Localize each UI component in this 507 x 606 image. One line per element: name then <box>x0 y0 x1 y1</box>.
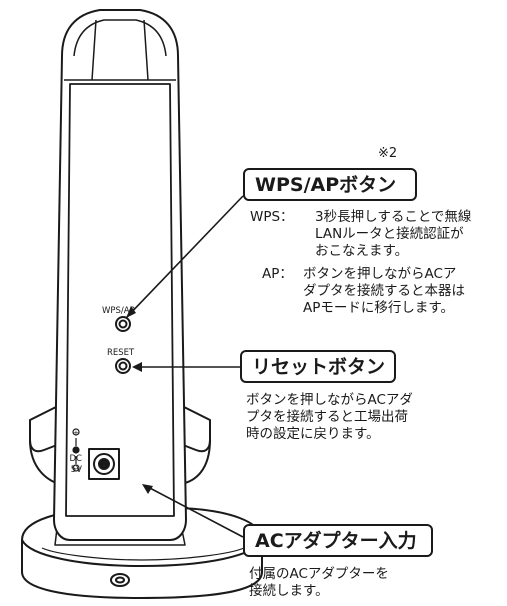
wps-desc-line: LANルータと接続認証が <box>315 226 464 242</box>
wps-ap-label: WPS/AP <box>102 306 135 316</box>
ac-desc-line: 付属のACアダプターを <box>249 566 389 582</box>
wps-ap-callout-title: WPS/APボタン <box>243 168 417 201</box>
reset-label: RESET <box>107 348 135 358</box>
reset-desc-line: 時の設定に戻ります。 <box>246 426 380 442</box>
wps-leader-line <box>125 195 244 319</box>
reset-button <box>115 358 131 374</box>
reset-arrow-head <box>132 362 142 372</box>
dc-label: DC <box>70 454 83 464</box>
ap-desc-line: APモードに移行します。 <box>303 300 455 316</box>
ac-arrow-head <box>142 484 153 494</box>
wps-arrow-head <box>126 306 136 318</box>
ap-desc-line: ボタンを押しながらACア <box>303 266 457 282</box>
ac-leader-line <box>145 485 244 538</box>
ac-adapter-callout-title: ACアダプター入力 <box>243 524 433 557</box>
note-mark: ※2 <box>378 146 398 161</box>
minus-sign: − <box>74 465 80 473</box>
ap-desc-line: ダプタを接続すると本器は <box>303 283 465 299</box>
wps-button <box>115 316 131 332</box>
reset-desc-line: プタを接続すると工場出荷 <box>246 409 408 425</box>
plus-sign: + <box>73 429 79 437</box>
ap-term: AP： <box>262 266 293 282</box>
wps-desc-line: 3秒長押しすることで無線 <box>315 209 472 225</box>
wps-desc-line: おこなえます。 <box>315 243 409 259</box>
ac-desc-line: 接続します。 <box>249 583 329 599</box>
reset-callout-title: リセットボタン <box>240 350 396 383</box>
stand-screw-hole <box>110 573 130 587</box>
wps-term: WPS： <box>250 209 294 225</box>
back-panel <box>65 83 175 517</box>
reset-desc-line: ボタンを押しながらACアダ <box>246 392 413 408</box>
voltage-label: 5V <box>71 465 82 475</box>
